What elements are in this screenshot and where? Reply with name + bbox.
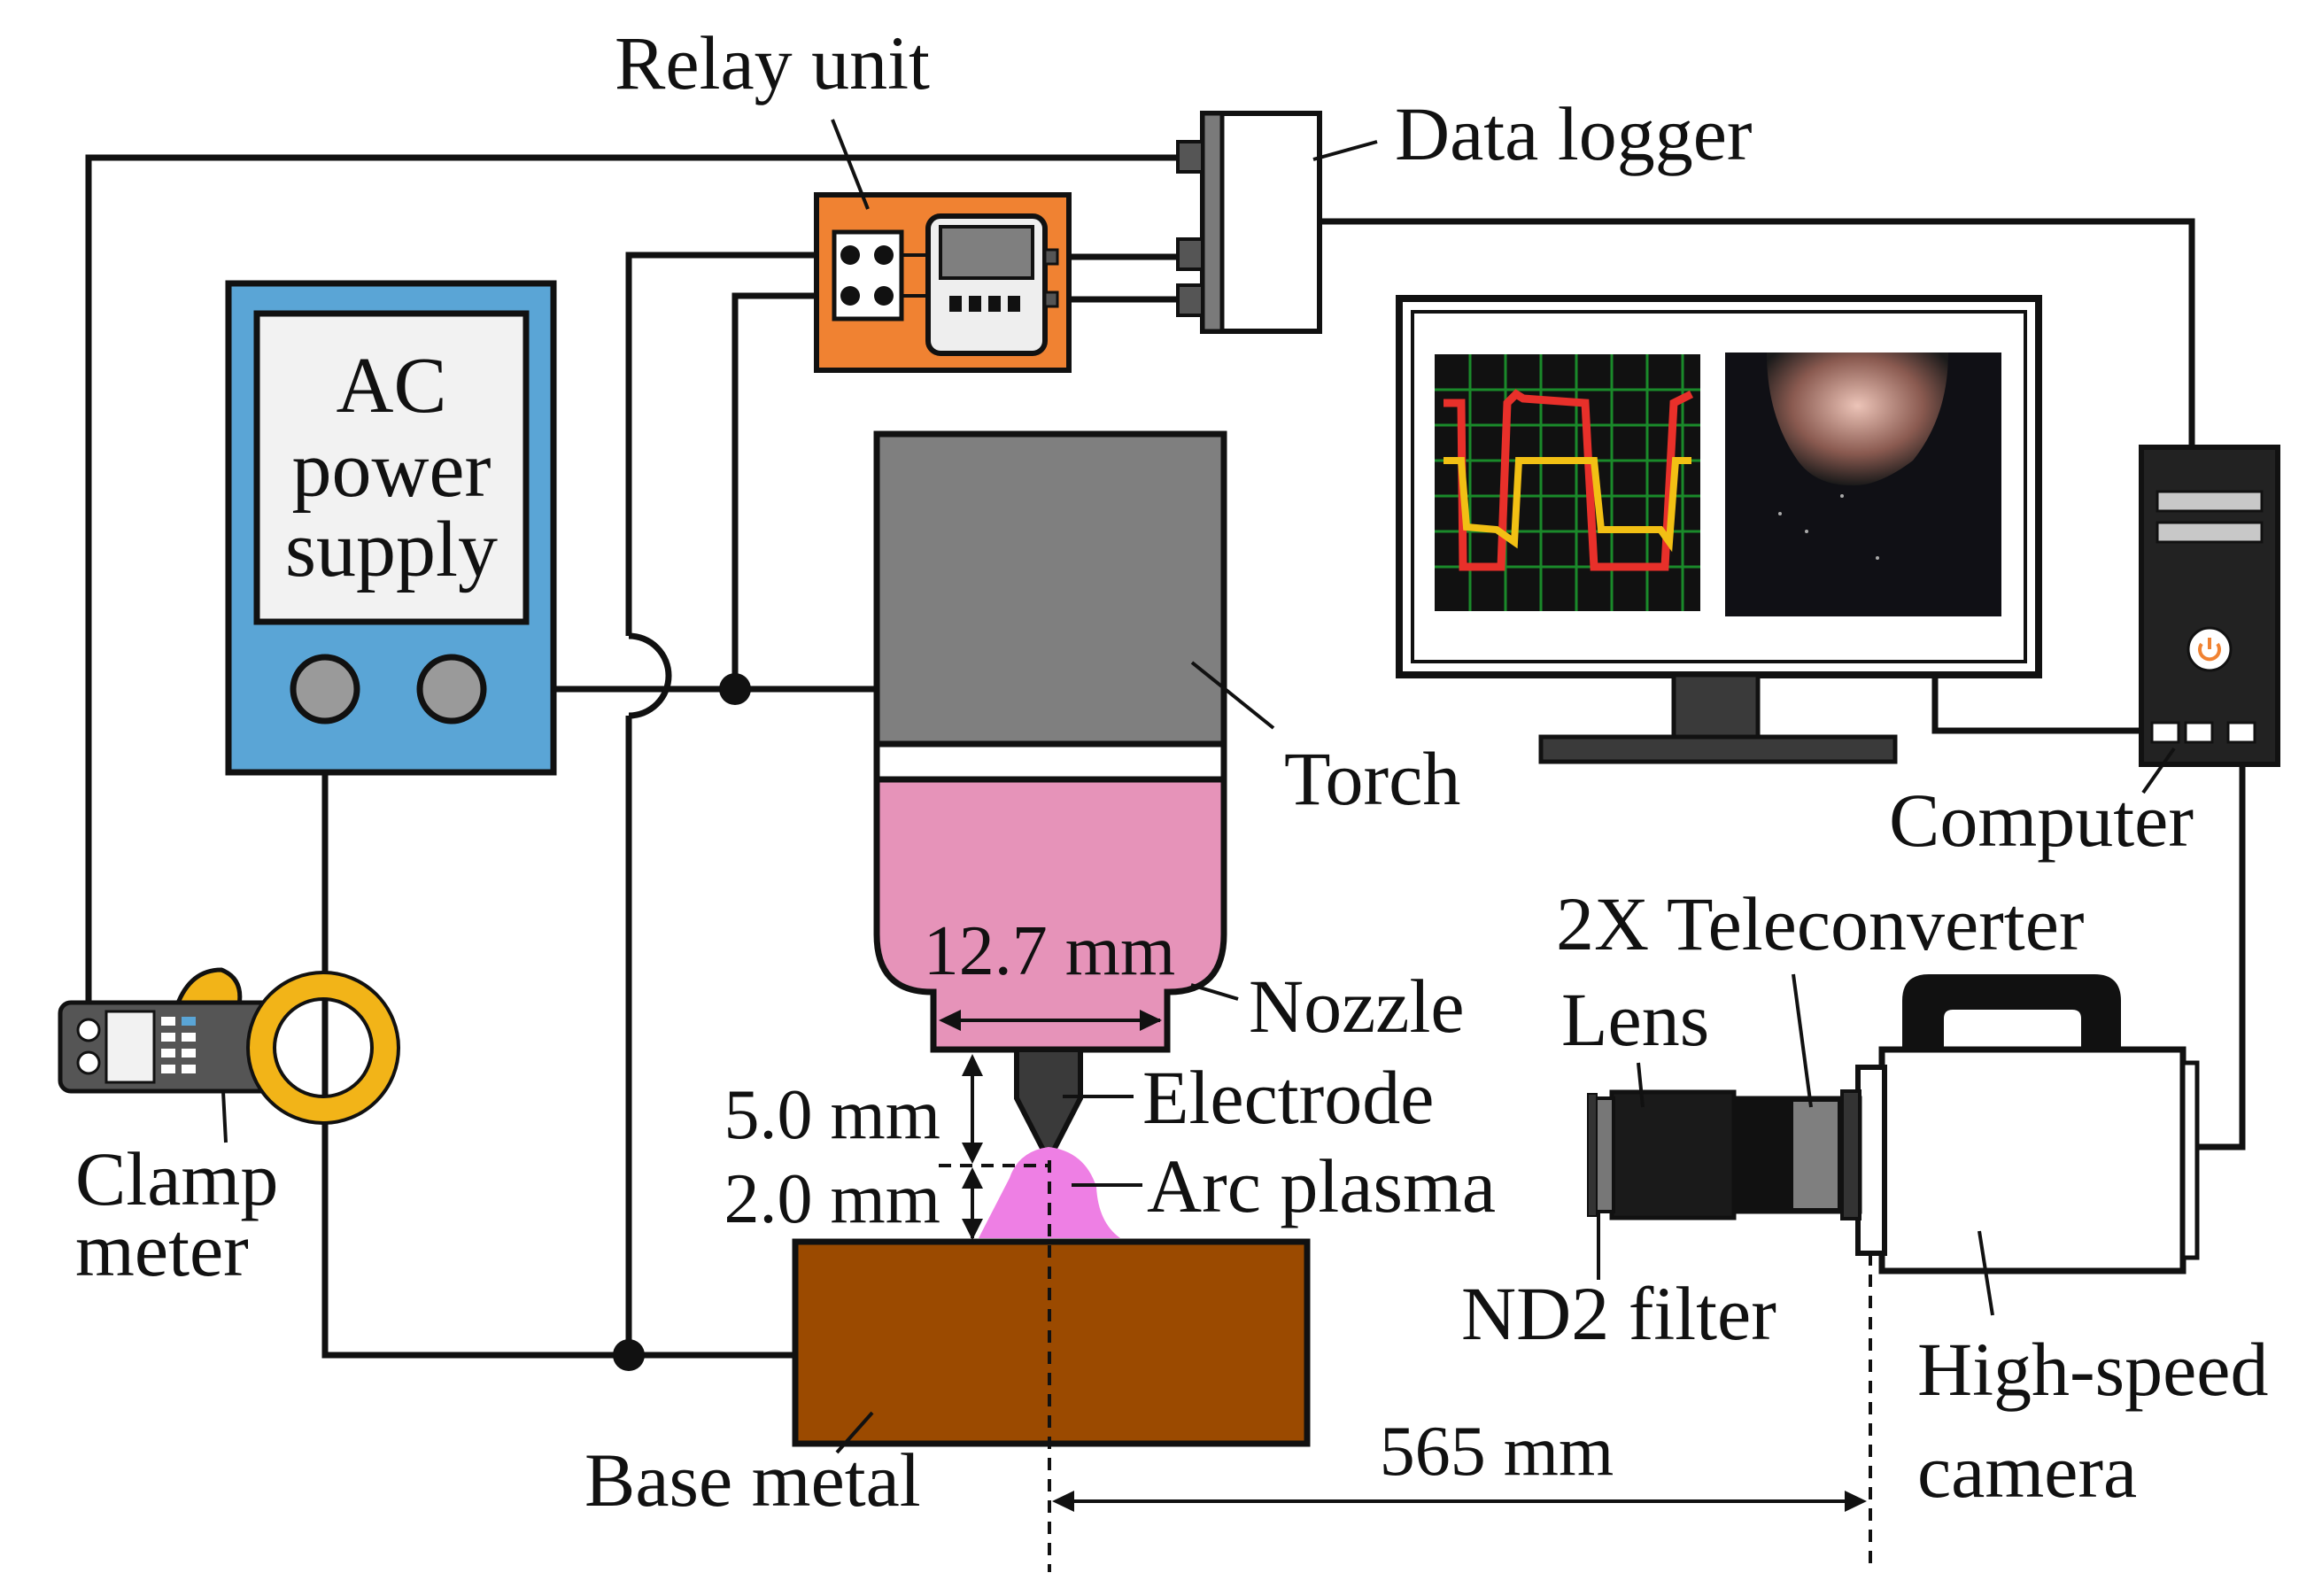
waveform-yellow	[1444, 457, 1691, 553]
arc-gap-text: 2.0 mm	[724, 1160, 940, 1238]
data-logger	[1176, 111, 1322, 334]
dimension-nozzle-diameter: 12.7 mm	[924, 912, 1175, 1031]
camera-label-2: camera	[1917, 1429, 2137, 1514]
wiring	[85, 154, 2246, 1371]
relay-unit-leader	[831, 119, 870, 210]
camera-distance-text: 565 mm	[1380, 1413, 1614, 1491]
torch-label: Torch	[1284, 736, 1460, 821]
clamp-meter-label-2: meter	[75, 1207, 249, 1292]
teleconverter-label: 2X Teleconverter	[1556, 881, 2085, 966]
base-metal-leader	[835, 1411, 874, 1454]
nozzle-label: Nozzle	[1249, 964, 1465, 1049]
lens	[1587, 1089, 1737, 1220]
power-icon	[2198, 638, 2221, 662]
teleconverter-leader	[1792, 973, 1813, 1108]
base-metal-label: Base metal	[584, 1437, 921, 1522]
dimension-electrode-gap: 5.0 mm	[724, 1054, 983, 1164]
clamp-meter-leader	[221, 1090, 228, 1143]
waveform-red	[1444, 389, 1694, 571]
ac-power-supply: AC power supply	[225, 280, 557, 776]
electrode	[1014, 1047, 1083, 1166]
ac-power-supply-label-1: AC	[336, 342, 446, 430]
computer-label: Computer	[1889, 778, 2194, 863]
torch	[873, 430, 1227, 1238]
camera-label-1: High-speed	[1917, 1327, 2268, 1412]
junction-torch	[719, 673, 751, 705]
monitor	[1396, 295, 2042, 764]
camera-leader	[1978, 1230, 1994, 1316]
relay-unit-label: Relay unit	[615, 20, 930, 105]
lens-label: Lens	[1561, 977, 1709, 1062]
torch-leader	[1190, 661, 1275, 730]
terminal-left	[290, 654, 360, 724]
dimension-arc-gap: 2.0 mm	[724, 1160, 983, 1240]
teleconverter	[1729, 1089, 1862, 1220]
lens-leader	[1637, 1062, 1645, 1108]
high-speed-camera	[1855, 974, 2200, 1274]
nozzle	[873, 776, 1227, 1053]
ac-power-supply-label-3: supply	[285, 506, 498, 593]
nd2-filter-label: ND2 filter	[1461, 1271, 1776, 1356]
terminal-right	[416, 654, 487, 724]
nozzle-leader	[1190, 983, 1239, 1001]
electrode-label: Electrode	[1142, 1055, 1434, 1140]
ac-power-supply-label-2: power	[292, 426, 491, 514]
oscilloscope-panel	[1435, 354, 1700, 611]
computer	[2139, 445, 2280, 767]
clamp-meter-label-1: Clamp	[75, 1136, 278, 1221]
electrode-gap-text: 5.0 mm	[724, 1076, 940, 1154]
clamp-meter	[58, 967, 400, 1125]
junction-base	[613, 1339, 645, 1371]
dimension-camera-distance: 565 mm	[1052, 1413, 1867, 1512]
arc-video-panel	[1725, 353, 2001, 616]
computer-leader	[2141, 747, 2176, 794]
nozzle-diameter-text: 12.7 mm	[924, 912, 1175, 990]
relay-unit	[814, 192, 1072, 373]
data-logger-leader	[1312, 140, 1378, 161]
data-logger-label: Data logger	[1395, 91, 1753, 176]
arc-plasma-label: Arc plasma	[1147, 1143, 1496, 1228]
